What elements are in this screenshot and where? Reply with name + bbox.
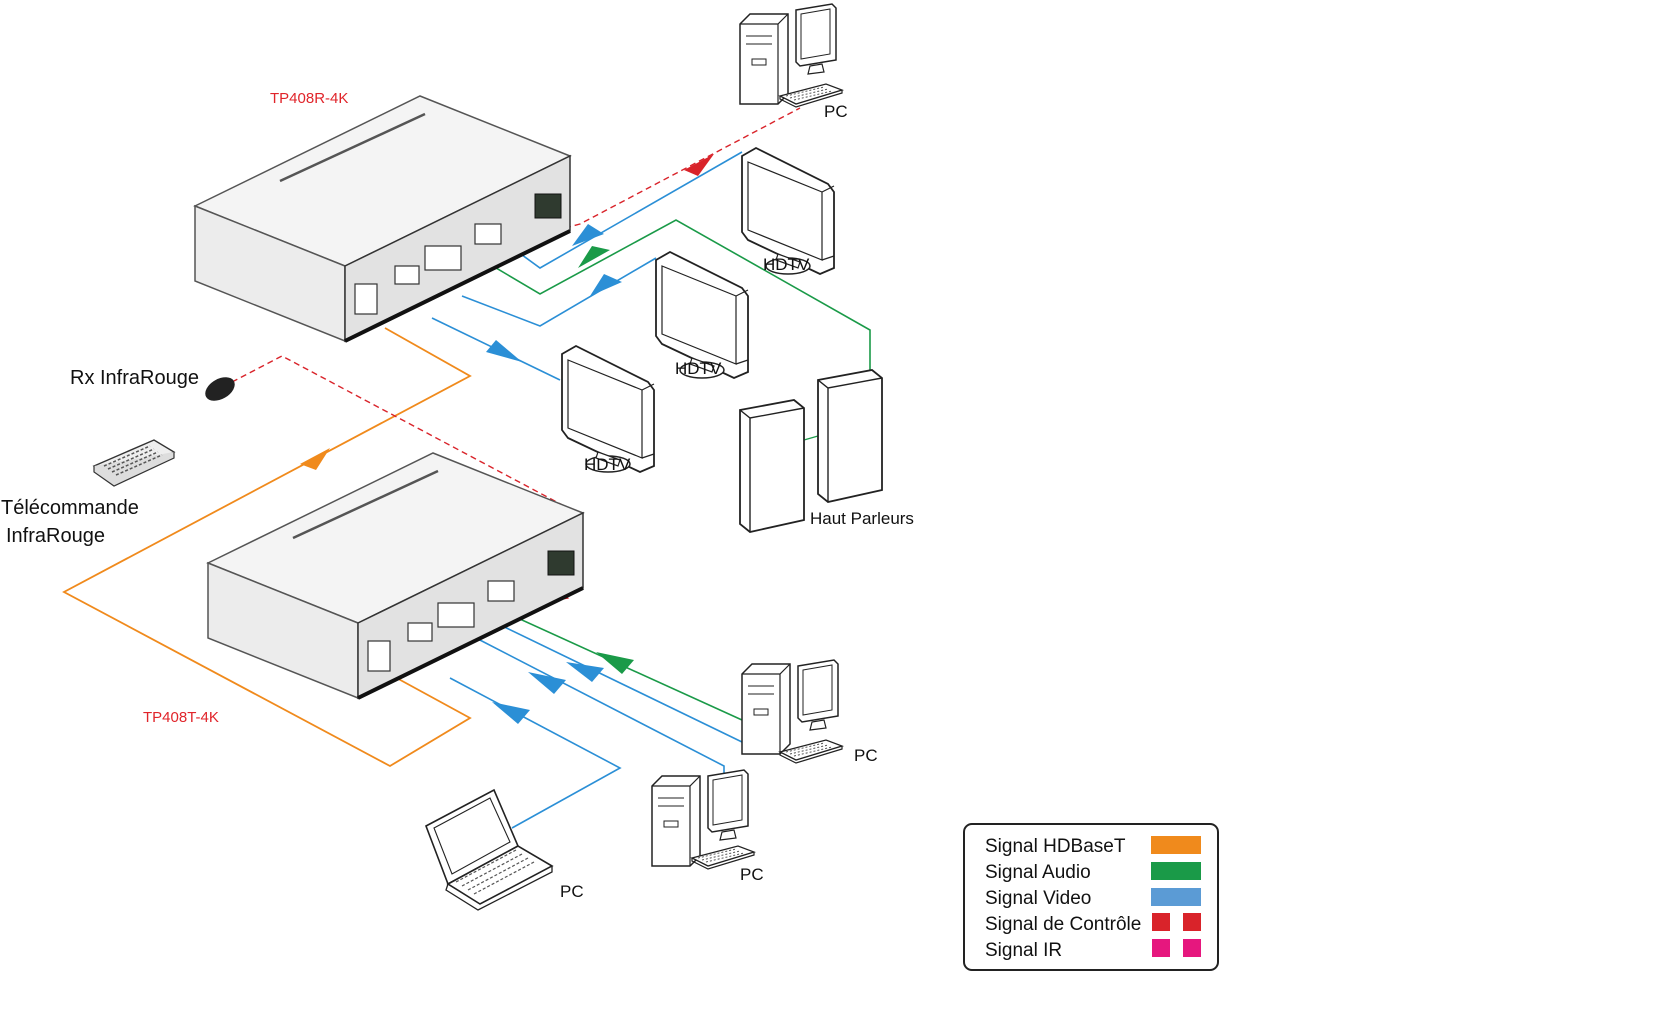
video-line-tx-1 — [489, 619, 743, 743]
audio-line-rx — [485, 219, 871, 378]
speaker-left-icon — [739, 399, 805, 533]
ir-receiver-label: Rx InfraRouge — [70, 367, 199, 389]
video-arrow-rx-3 — [486, 340, 522, 362]
legend-swatch — [1151, 862, 1201, 880]
transmitter-label: TP408T-4K — [143, 709, 219, 726]
hdbaset-link — [62, 327, 472, 768]
remote-label-line2: InfraRouge — [6, 525, 105, 547]
video-arrow-rx-1 — [572, 224, 604, 246]
audio-arrow-tx — [596, 652, 634, 674]
video-arrow-rx-2 — [590, 274, 622, 296]
legend-label: Signal Audio — [985, 862, 1091, 883]
legend-label: Signal Video — [985, 888, 1091, 909]
receiver-label: TP408R-4K — [270, 90, 348, 107]
legend-label: Signal HDBaseT — [985, 836, 1126, 857]
pc-top — [739, 3, 843, 108]
pc-middle — [651, 769, 755, 870]
receiver-device — [193, 94, 572, 343]
pc-right-label: PC — [854, 746, 878, 765]
legend-swatch-dash — [1183, 913, 1201, 931]
legend-swatch-dash — [1152, 913, 1170, 931]
hdtv-2-label: HDTV — [675, 359, 722, 378]
legend-label: Signal IR — [985, 940, 1062, 961]
legend-swatch-dash — [1152, 939, 1170, 957]
legend-box — [963, 823, 1219, 971]
remote-label-line1: Télécommande — [1, 497, 139, 519]
speaker-right-icon — [817, 369, 883, 503]
pc-top-label: PC — [824, 102, 848, 121]
transmitter-device — [206, 451, 585, 700]
video-arrow-tx-3 — [492, 702, 530, 724]
control-arrow-top — [684, 154, 714, 176]
speaker-link — [803, 435, 819, 441]
legend-label: Signal de Contrôle — [985, 914, 1141, 935]
legend-swatch — [1151, 836, 1201, 854]
pc-middle-label: PC — [740, 865, 764, 884]
hdtv-3-icon — [561, 345, 655, 473]
hdtv-1-label: HDTV — [763, 255, 810, 274]
audio-arrow-rx — [578, 246, 610, 268]
video-arrow-tx-2 — [528, 672, 566, 694]
ir-receiver-icon — [205, 377, 235, 401]
ir-remote-icon — [92, 439, 176, 487]
legend-swatch — [1151, 888, 1201, 906]
hdtv-3-label: HDTV — [584, 455, 631, 474]
pc-right — [741, 659, 843, 764]
hdbaset-arrow — [300, 448, 330, 470]
video-arrow-tx-1 — [566, 662, 604, 682]
laptop-icon — [425, 788, 554, 911]
legend-swatch-dash — [1183, 939, 1201, 957]
speakers-label: Haut Parleurs — [810, 509, 914, 528]
laptop-label: PC — [560, 882, 584, 901]
